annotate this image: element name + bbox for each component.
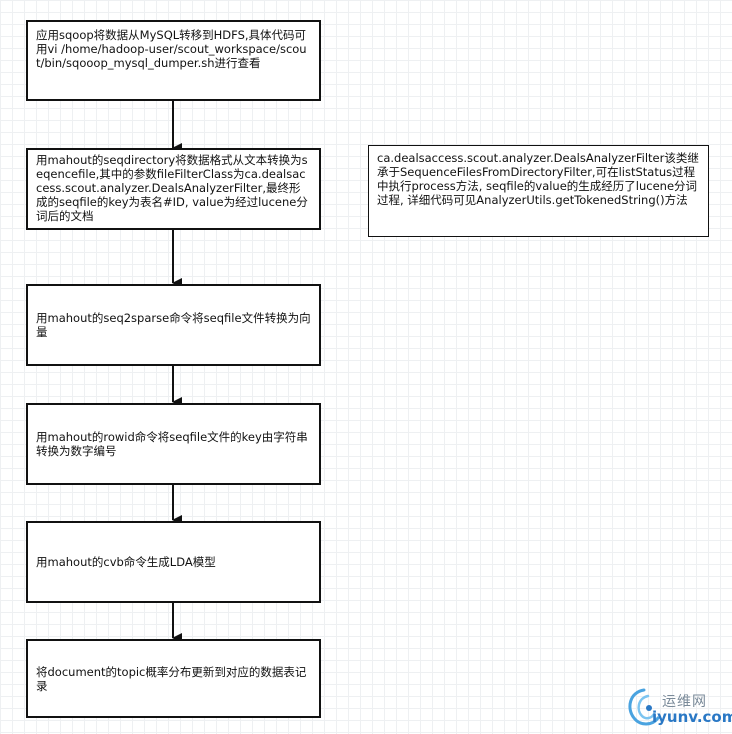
step-6-box: 将document的topic概率分布更新到对应的数据表记录 — [26, 639, 321, 718]
step-3-text: 用mahout的seq2sparse命令将seqfile文件转换为向量 — [36, 311, 311, 339]
iyunv-swirl-logo — [628, 688, 660, 726]
watermark-site: iyunv.com — [652, 708, 732, 726]
step-4-text: 用mahout的rowid命令将seqfile文件的key由字符串转换为数字编号 — [36, 430, 308, 458]
step-3-box: 用mahout的seq2sparse命令将seqfile文件转换为向量 — [26, 284, 321, 366]
step-5-text: 用mahout的cvb命令生成LDA模型 — [36, 555, 216, 569]
step-4-box: 用mahout的rowid命令将seqfile文件的key由字符串转换为数字编号 — [26, 403, 321, 485]
watermark-name: 运维网 — [662, 694, 707, 710]
step-5-box: 用mahout的cvb命令生成LDA模型 — [26, 521, 321, 603]
step-6-text: 将document的topic概率分布更新到对应的数据表记录 — [36, 664, 307, 693]
step-1-box: 应用sqoop将数据从MySQL转移到HDFS,具体代码可用vi /home/h… — [26, 20, 321, 101]
step-2-box: 用mahout的seqdirectory将数据格式从文本转换为seqencefi… — [26, 148, 321, 230]
filter-note-box: ca.dealsaccess.scout.analyzer.DealsAnaly… — [368, 145, 709, 237]
